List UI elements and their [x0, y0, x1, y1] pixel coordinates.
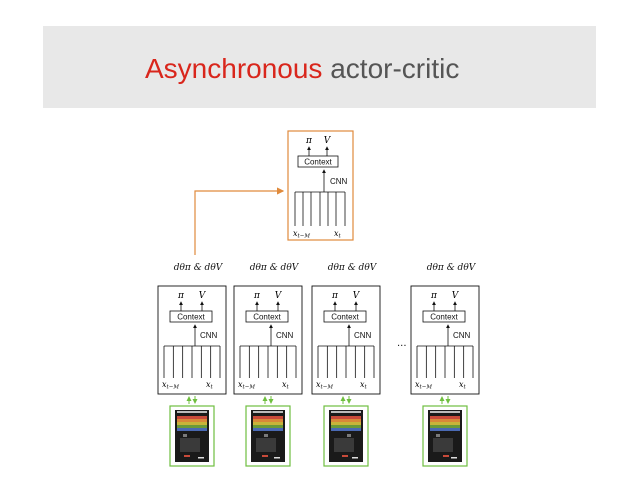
cnn-label: CNN: [453, 331, 471, 340]
input-left-label: xt−M: [293, 229, 310, 240]
environment-game-screen: [323, 405, 369, 467]
context-label: Context: [304, 158, 332, 167]
cnn-label: CNN: [200, 331, 218, 340]
slide-title: Asynchronous actor-critic: [145, 52, 459, 86]
update-arrow: [194, 187, 285, 255]
gradient-label: dθπ & dθV: [250, 263, 300, 273]
cnn-label: CNN: [276, 331, 294, 340]
value-label: V: [275, 291, 283, 301]
context-label: Context: [253, 313, 281, 322]
ellipsis: ...: [397, 338, 407, 349]
input-right-label: xt: [459, 380, 467, 391]
title-accent: Asynchronous: [145, 53, 323, 84]
value-label: V: [324, 136, 332, 146]
environment-game-screen: [422, 405, 468, 467]
environment-game-screen: [245, 405, 291, 467]
policy-label: π: [177, 291, 185, 301]
value-label: V: [452, 291, 460, 301]
input-right-label: xt: [360, 380, 368, 391]
value-label: V: [353, 291, 361, 301]
environment-game-screen: [169, 405, 215, 467]
gradient-label: dθπ & dθV: [328, 263, 378, 273]
context-label: Context: [430, 313, 458, 322]
worker-network-box: [311, 285, 381, 395]
input-left-label: xt−M: [415, 380, 432, 391]
global-network: π V Context CNN xt−M xt: [287, 130, 354, 241]
policy-label: π: [430, 291, 438, 301]
policy-label: π: [253, 291, 261, 301]
input-left-label: xt−M: [238, 380, 255, 391]
input-left-label: xt−M: [316, 380, 333, 391]
input-right-label: xt: [206, 380, 214, 391]
cnn-label: CNN: [354, 331, 372, 340]
input-right-label: xt: [282, 380, 290, 391]
cnn-label: CNN: [330, 177, 348, 186]
context-box: [323, 310, 367, 323]
context-box: [245, 310, 289, 323]
context-box: [297, 155, 339, 168]
context-box: [422, 310, 466, 323]
input-right-label: xt: [334, 229, 342, 240]
title-band: [43, 26, 596, 108]
context-label: Context: [177, 313, 205, 322]
input-left-label: xt−M: [162, 380, 179, 391]
policy-label: π: [305, 136, 313, 146]
title-rest: actor-critic: [322, 53, 460, 84]
context-label: Context: [331, 313, 359, 322]
context-box: [169, 310, 213, 323]
value-label: V: [199, 291, 207, 301]
policy-label: π: [331, 291, 339, 301]
gradient-label: dθπ & dθV: [427, 263, 477, 273]
gradient-label: dθπ & dθV: [174, 263, 224, 273]
